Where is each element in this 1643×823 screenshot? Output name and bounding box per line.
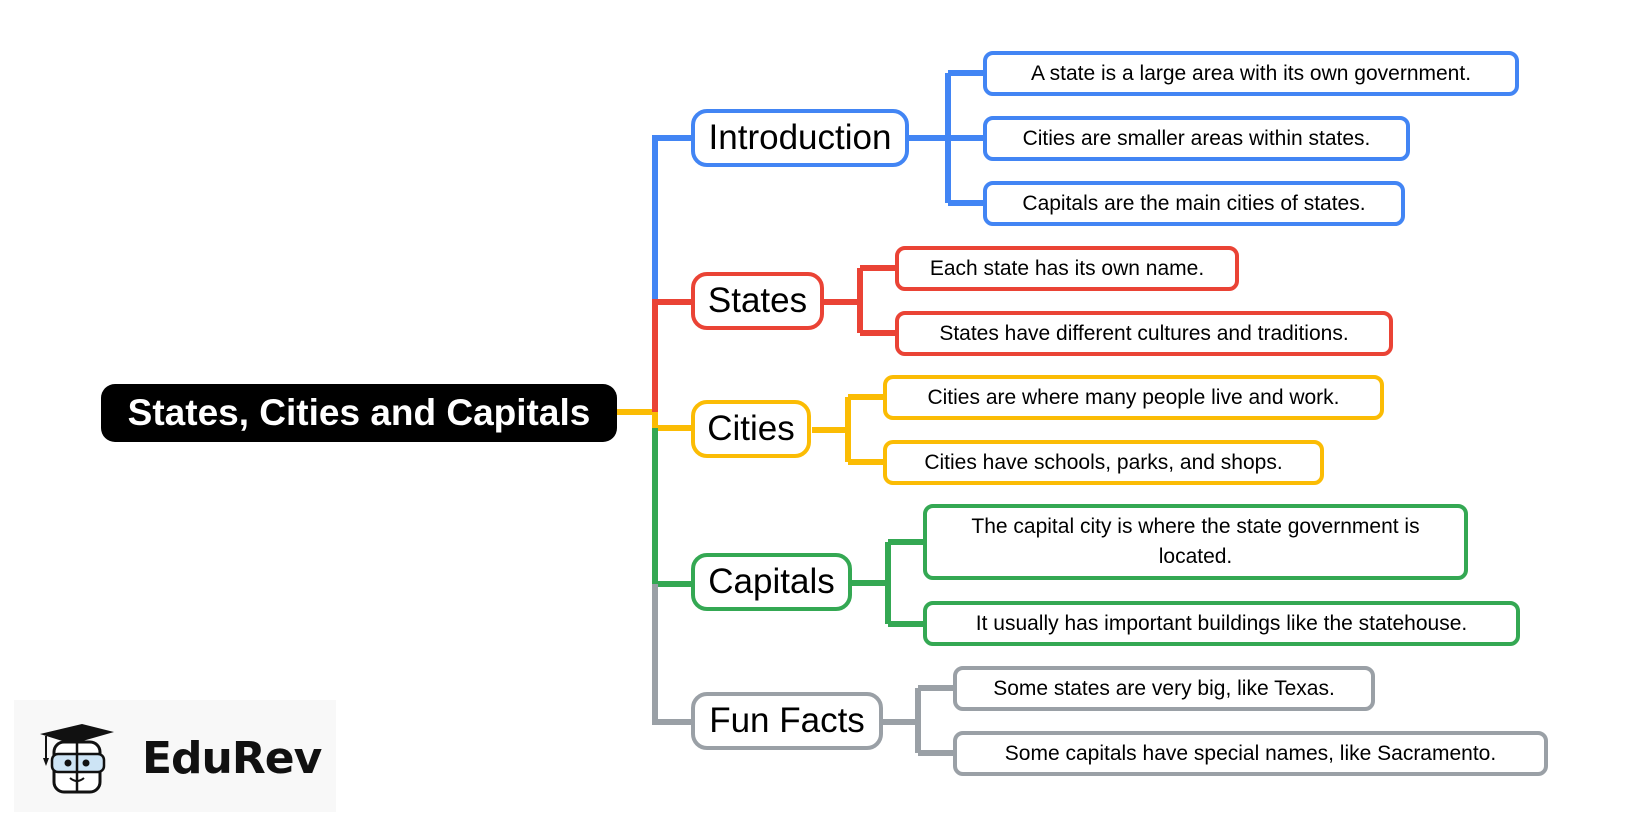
branch-label: Capitals: [708, 562, 835, 601]
leaf-states-1: Each state has its own name.: [895, 246, 1239, 291]
branch-introduction: Introduction: [691, 109, 909, 167]
leaf-introduction-3: Capitals are the main cities of states.: [983, 181, 1405, 226]
leaf-capitals-2: It usually has important buildings like …: [923, 601, 1520, 646]
branch-capitals: Capitals: [691, 553, 852, 611]
logo-text: EduRev: [142, 733, 322, 784]
branch-label: Fun Facts: [709, 701, 865, 740]
leaf-cities-1: Cities are where many people live and wo…: [883, 375, 1384, 420]
branch-states: States: [691, 272, 824, 330]
leaf-capitals-1: The capital city is where the state gove…: [923, 504, 1468, 580]
graduation-cap-mascot-icon: [40, 724, 114, 794]
leaf-states-2: States have different cultures and tradi…: [895, 311, 1393, 356]
branch-cities: Cities: [691, 400, 811, 458]
branch-label: Cities: [707, 409, 795, 448]
leaf-fun-facts-2: Some capitals have special names, like S…: [953, 731, 1548, 776]
branch-label: States: [707, 281, 808, 320]
root-node: States, Cities and Capitals: [101, 384, 617, 442]
leaf-introduction-2: Cities are smaller areas within states.: [983, 116, 1410, 161]
leaf-cities-2: Cities have schools, parks, and shops.: [883, 440, 1324, 485]
leaf-introduction-1: A state is a large area with its own gov…: [983, 51, 1519, 96]
edurev-logo: EduRev: [14, 700, 336, 812]
leaf-fun-facts-1: Some states are very big, like Texas.: [953, 666, 1375, 711]
branch-fun-facts: Fun Facts: [691, 692, 883, 750]
root-label: States, Cities and Capitals: [127, 392, 591, 433]
branch-label: Introduction: [708, 118, 892, 157]
